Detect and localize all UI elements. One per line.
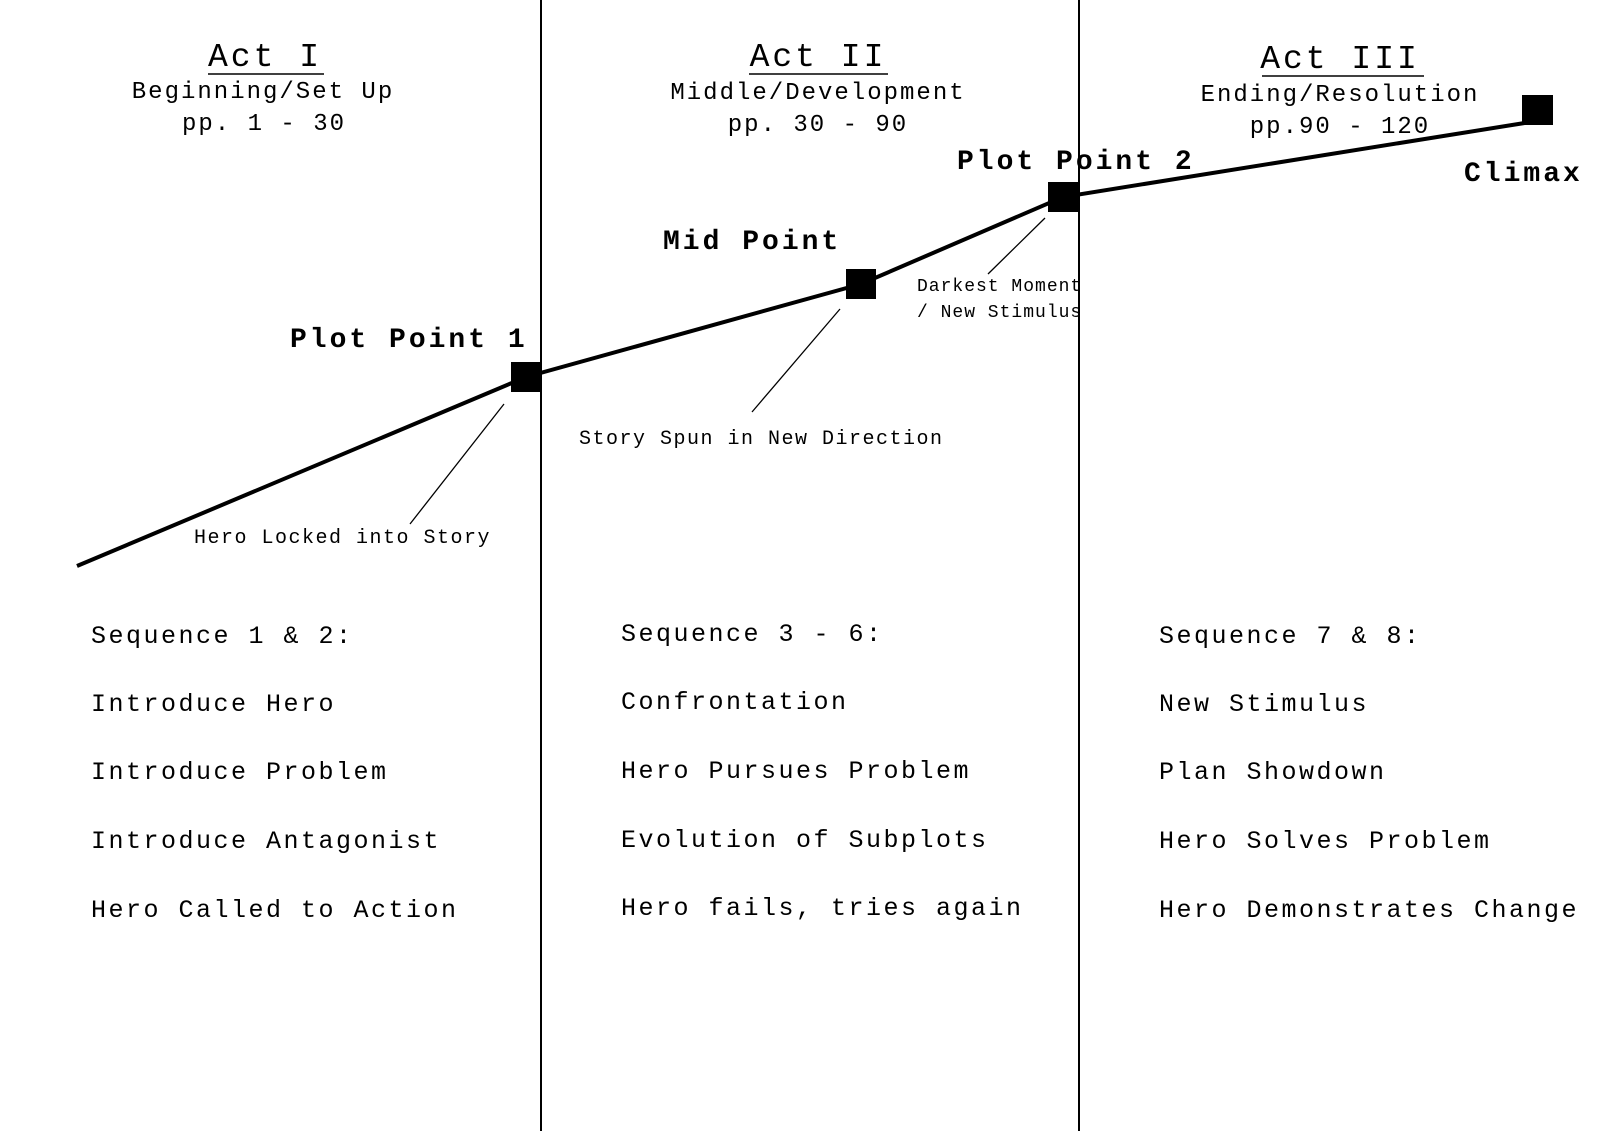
act-1-header: Act I Beginning/Set Up pp. 1 - 30 — [132, 39, 394, 138]
act-1-pages: pp. 1 - 30 — [182, 111, 346, 138]
sequence-2-heading: Sequence 3 - 6: — [621, 620, 884, 649]
climax-marker — [1522, 95, 1553, 125]
sequence-2-item: Hero fails, tries again — [621, 894, 1024, 923]
sequence-1-item: Introduce Hero — [91, 690, 336, 719]
darkest-moment-annotation-line1: Darkest Moment — [917, 277, 1082, 297]
mid-point-marker — [846, 269, 876, 299]
sequence-2-item: Hero Pursues Problem — [621, 757, 971, 786]
story-spun-annotation: Story Spun in New Direction — [579, 428, 944, 451]
act-3-pages: pp.90 - 120 — [1250, 114, 1430, 141]
sequence-block-2: Sequence 3 - 6: Confrontation Hero Pursu… — [621, 620, 1024, 923]
act-1-subtitle: Beginning/Set Up — [132, 79, 394, 106]
sequence-1-item: Introduce Antagonist — [91, 827, 441, 856]
sequence-1-heading: Sequence 1 & 2: — [91, 622, 354, 651]
plot-point-1-label: Plot Point 1 — [290, 325, 528, 356]
sequence-1-item: Hero Called to Action — [91, 896, 459, 925]
sequence-2-item: Confrontation — [621, 688, 849, 717]
hero-locked-annotation: Hero Locked into Story — [194, 527, 491, 550]
act-2-subtitle: Middle/Development — [670, 80, 965, 107]
sequence-2-item: Evolution of Subplots — [621, 826, 989, 855]
sequence-3-item: New Stimulus — [1159, 690, 1369, 719]
sequence-3-heading: Sequence 7 & 8: — [1159, 622, 1422, 651]
darkest-moment-annotation-line2: / New Stimulus — [917, 303, 1082, 323]
sequence-block-1: Sequence 1 & 2: Introduce Hero Introduce… — [91, 622, 459, 925]
act-2-title: Act II — [750, 39, 887, 76]
sequence-3-item: Plan Showdown — [1159, 758, 1387, 787]
darkest-moment-leader — [987, 217, 1046, 275]
sequence-3-item: Hero Demonstrates Change — [1159, 896, 1579, 925]
sequence-3-item: Hero Solves Problem — [1159, 827, 1492, 856]
sequence-1-item: Introduce Problem — [91, 758, 389, 787]
mid-point-label: Mid Point — [663, 227, 841, 258]
climax-label: Climax — [1464, 159, 1583, 190]
plot-point-1-marker — [511, 362, 541, 392]
act-1-title: Act I — [208, 39, 322, 76]
sequence-block-3: Sequence 7 & 8: New Stimulus Plan Showdo… — [1159, 622, 1579, 925]
act-3-title: Act III — [1260, 41, 1420, 78]
plot-point-2-marker — [1048, 182, 1080, 212]
act-2-pages: pp. 30 - 90 — [728, 112, 908, 139]
act-3-subtitle: Ending/Resolution — [1201, 82, 1480, 109]
story-spun-leader — [751, 308, 841, 413]
plot-point-2-label: Plot Point 2 — [957, 147, 1195, 178]
hero-locked-leader — [409, 403, 505, 525]
act-2-header: Act II Middle/Development pp. 30 - 90 — [670, 39, 965, 139]
act-3-header: Act III Ending/Resolution pp.90 - 120 — [1201, 41, 1480, 141]
